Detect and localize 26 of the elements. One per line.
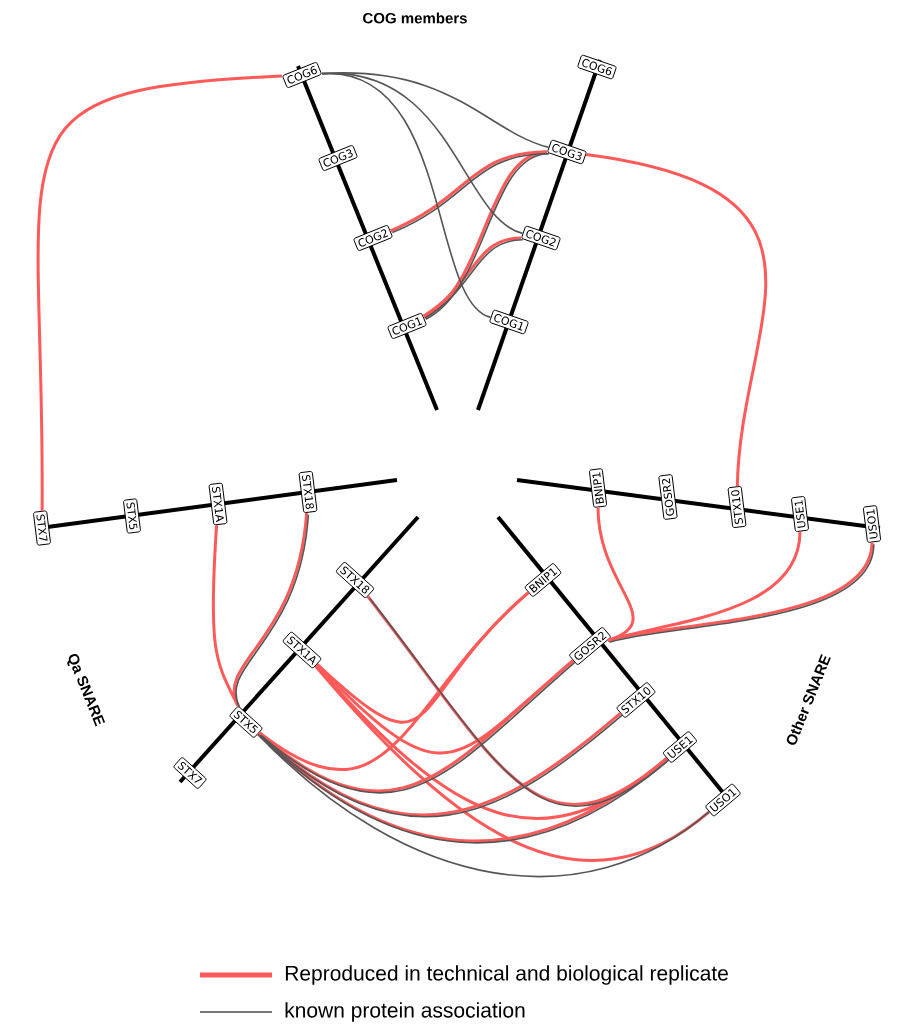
protein-box: COG3 [547, 139, 587, 165]
protein-box: USO1 [862, 505, 882, 543]
interaction-curve [321, 72, 492, 319]
protein-box: USE1 [791, 496, 809, 532]
interaction-curve [257, 733, 710, 878]
protein-box: STX5 [123, 498, 141, 534]
axis-label: COG members [363, 12, 467, 24]
protein-box: COG2 [353, 225, 393, 251]
protein-box: BNIP1 [588, 468, 607, 508]
protein-box: COG1 [489, 309, 529, 335]
protein-box: STX10 [727, 485, 747, 529]
protein-box: COG2 [521, 225, 561, 251]
protein-box: COG3 [318, 145, 358, 171]
protein-box: COG1 [387, 313, 427, 339]
legend-text: Reproduced in technical and biological replicate [285, 965, 728, 985]
protein-box: STX7 [33, 510, 51, 546]
interaction-curve [314, 665, 710, 862]
protein-box: COG6 [577, 54, 617, 80]
protein-box: GOSR2 [658, 474, 678, 520]
interaction-curve [585, 153, 767, 487]
interaction-curve [258, 591, 530, 772]
protein-box: STX1A [208, 482, 228, 526]
protein-box: COG6 [282, 62, 322, 88]
legend-text: known protein association [285, 1002, 525, 1022]
protein-box: STX18 [298, 470, 318, 514]
interaction-curve [36, 74, 283, 511]
